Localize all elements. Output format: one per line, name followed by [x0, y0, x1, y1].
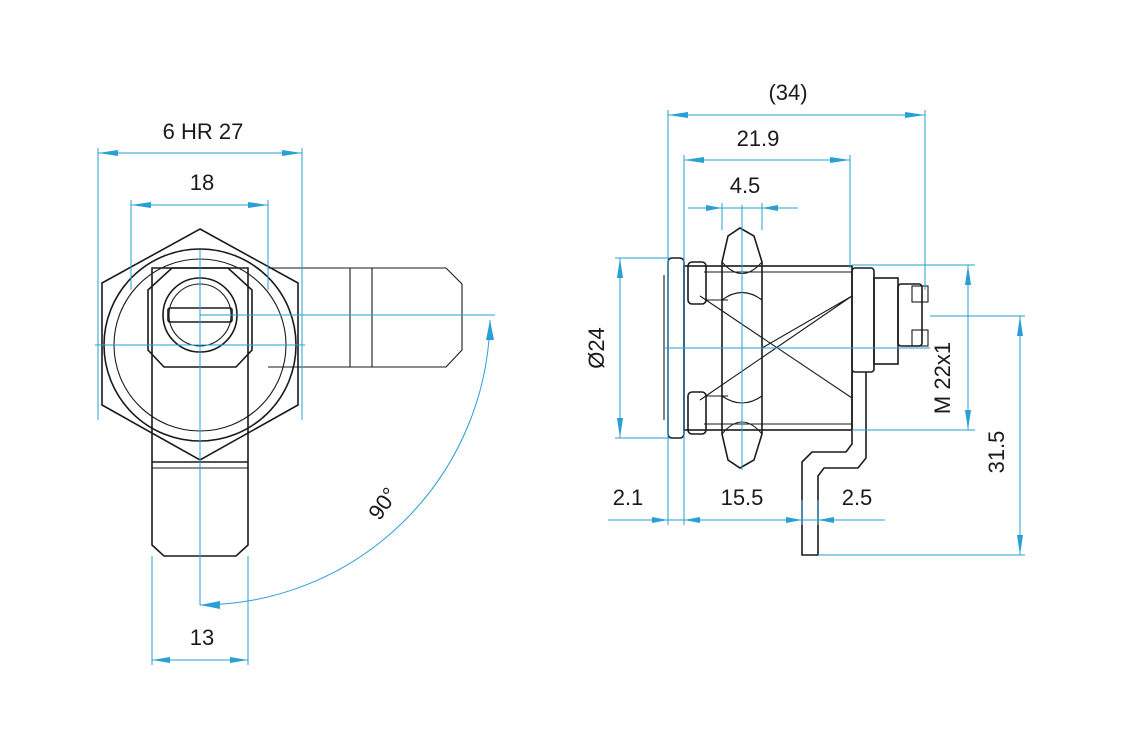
washer-bottom: [687, 391, 707, 435]
dim-angle-arrow-top: [486, 320, 494, 340]
dim-13-arrow-right: [230, 657, 248, 663]
dim-13-arrow-left: [152, 657, 170, 663]
dim-15-5-label: 15.5: [721, 485, 764, 510]
cam-plate-inner: [873, 277, 899, 365]
dim-dia-arrow-bottom: [617, 418, 623, 438]
screw-head: [897, 283, 923, 347]
dim-31-5-arrow-bottom: [1017, 535, 1023, 555]
screw-slot: [911, 285, 929, 303]
dim-4-5-arrow-right: [762, 205, 778, 211]
dim-hex-label: 6 HR 27: [163, 119, 244, 144]
dim-thread-arrow-bottom: [965, 410, 971, 430]
dim-21-9-arrow-right: [830, 157, 850, 163]
screw-slot-2: [911, 329, 929, 347]
dim-hex-arrow-left: [98, 150, 118, 156]
dim-2-5-arrow-left: [818, 517, 834, 523]
side-view: (34) 21.9 4.5 Ø24 M 22x1: [584, 80, 1025, 556]
dim-21-9-arrow-left: [684, 157, 704, 163]
dim-4-5-arrow-left: [706, 205, 722, 211]
dim-18-arrow-right: [248, 202, 268, 208]
dim-13-label: 13: [190, 625, 214, 650]
dim-31-5-arrow-top: [1017, 316, 1023, 336]
dim-dia-label: Ø24: [584, 327, 609, 369]
dim-thread-label: M 22x1: [930, 342, 955, 414]
cam-plate: [851, 267, 875, 373]
dim-34-label: (34): [768, 80, 807, 105]
dim-15-5-arrow-right: [786, 517, 802, 523]
dim-18-label: 18: [190, 170, 214, 195]
front-view: 6 HR 27 18 13 90°: [95, 119, 495, 665]
dim-21-9-label: 21.9: [737, 126, 780, 151]
bent-cam-arm: [801, 372, 867, 556]
dim-2-1-arrow-left: [652, 517, 668, 523]
dim-34-arrow-right: [905, 112, 925, 118]
dim-2-1-label: 2.1: [613, 485, 644, 510]
cam-head: [147, 267, 253, 368]
dim-34-arrow-left: [668, 112, 688, 118]
dim-hex-arrow-right: [282, 150, 302, 156]
dim-angle-label: 90°: [363, 483, 403, 525]
dim-18-arrow-left: [131, 202, 151, 208]
dim-angle-arrow-bottom: [200, 601, 220, 609]
dim-angle-arc: [199, 319, 491, 606]
cam-arm-horizontal: [268, 267, 463, 368]
side-hex-nut: [721, 227, 763, 469]
cam-arm-vertical: [151, 267, 249, 557]
dim-thread-arrow-top: [965, 265, 971, 285]
dim-dia-arrow-top: [617, 258, 623, 278]
dim-2-1-arrow-right: [684, 517, 700, 523]
washer-top: [687, 261, 707, 305]
dim-31-5-label: 31.5: [984, 431, 1009, 474]
dim-4-5-label: 4.5: [730, 173, 761, 198]
dim-2-5-label: 2.5: [842, 485, 873, 510]
